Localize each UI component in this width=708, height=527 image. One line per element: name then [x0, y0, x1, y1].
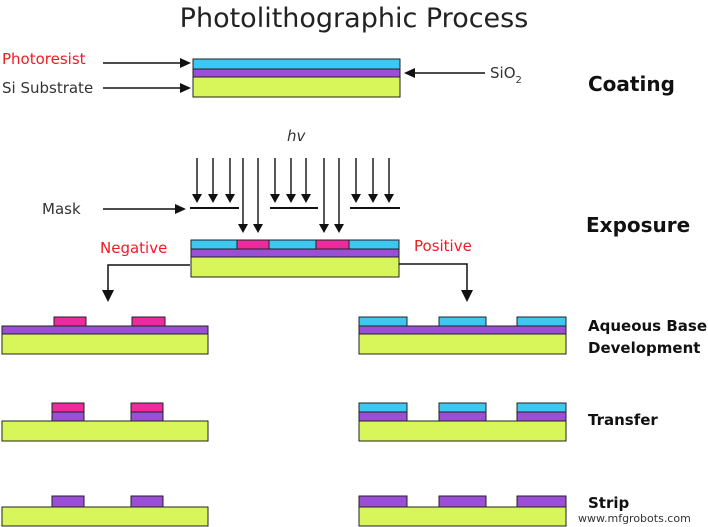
pos-transfer-sio2-1	[358, 411, 408, 422]
pos-transfer-sio2-3	[516, 411, 567, 422]
stage-development-line1: Aqueous Base	[588, 317, 707, 335]
pos-strip-sio2-2	[438, 495, 487, 508]
pos-dev-resist-2	[438, 316, 487, 327]
pos-dev-resist-1	[358, 316, 408, 327]
light-ray-arrowhead-8	[301, 194, 311, 203]
light-ray-arrowhead-9	[319, 224, 329, 233]
light-ray-arrowhead-13	[384, 194, 394, 203]
watermark: www.mfgrobots.com	[578, 512, 691, 525]
pos-transfer-substrate	[358, 420, 567, 442]
page-title: Photolithographic Process	[180, 3, 529, 34]
neg-dev-resist-2	[131, 316, 166, 327]
neg-transfer-sio2-2	[130, 411, 164, 422]
neg-dev-sio2	[1, 325, 209, 335]
exposure-resist-2	[268, 239, 317, 250]
neg-strip-substrate	[1, 506, 209, 527]
pos-transfer-resist-3	[516, 402, 567, 413]
exposure-substrate	[190, 256, 400, 278]
pos-dev-resist-3	[516, 316, 567, 327]
positive-branch-arrowhead	[461, 290, 473, 302]
stage-transfer: Transfer	[588, 411, 658, 429]
positive-transfer-wafer	[358, 402, 567, 442]
negative-label: Negative	[100, 239, 167, 257]
light-ray-arrowhead-1	[192, 194, 202, 203]
negative-branch-line	[107, 264, 190, 292]
stage-exposure: Exposure	[586, 213, 690, 237]
light-ray-arrowhead-3	[225, 194, 235, 203]
coating-sio2	[192, 68, 401, 78]
pos-transfer-resist-1	[358, 402, 408, 413]
hv-label: hv	[287, 127, 307, 145]
stage-development-line2: Development	[588, 339, 700, 357]
positive-strip-wafer	[358, 495, 567, 527]
stage-coating: Coating	[588, 72, 675, 96]
exposure-wafer	[190, 239, 400, 278]
mask-label: Mask	[42, 200, 81, 218]
substrate-arrowhead	[180, 83, 191, 93]
coating-substrate	[192, 76, 401, 98]
pos-transfer-resist-2	[438, 402, 487, 413]
neg-strip-sio2-2	[130, 495, 164, 508]
positive-branch-line	[399, 263, 468, 292]
light-ray-arrowhead-11	[351, 194, 361, 203]
coating-photoresist	[192, 58, 401, 70]
photoresist-label: Photoresist	[2, 50, 86, 68]
light-arrows	[192, 158, 394, 233]
pos-dev-sio2	[358, 325, 567, 335]
sio2-label: SiO2	[490, 64, 522, 86]
substrate-label: Si Substrate	[2, 79, 93, 97]
sio2-arrowhead	[404, 68, 415, 78]
light-ray-arrowhead-7	[286, 194, 296, 203]
exposure-resist-exposed-2	[315, 239, 350, 250]
light-ray-arrowhead-5	[253, 224, 263, 233]
neg-strip-sio2-1	[51, 495, 85, 508]
pos-strip-sio2-1	[358, 495, 408, 508]
light-ray-arrowhead-4	[238, 224, 248, 233]
exposure-sio2	[190, 248, 400, 258]
neg-transfer-resist-2	[130, 402, 164, 413]
positive-development-wafer	[358, 316, 567, 355]
exposure-resist-exposed-1	[236, 239, 270, 250]
light-ray-arrowhead-12	[368, 194, 378, 203]
coating-wafer	[192, 58, 401, 98]
exposure-resist-1	[190, 239, 238, 250]
neg-dev-substrate	[1, 333, 209, 355]
pos-transfer-sio2-2	[438, 411, 487, 422]
negative-development-wafer	[1, 316, 209, 355]
positive-label: Positive	[414, 237, 472, 255]
neg-transfer-substrate	[1, 420, 209, 442]
negative-branch-arrowhead	[102, 290, 114, 302]
negative-transfer-wafer	[1, 402, 209, 442]
neg-dev-resist-1	[53, 316, 87, 327]
stage-strip: Strip	[588, 494, 630, 512]
light-ray-arrowhead-6	[270, 194, 280, 203]
pos-strip-sio2-3	[516, 495, 567, 508]
pos-strip-substrate	[358, 506, 567, 527]
neg-transfer-sio2-1	[51, 411, 85, 422]
photoresist-arrowhead	[180, 58, 191, 68]
exposure-resist-3	[348, 239, 400, 250]
sio2-subscript: 2	[516, 75, 522, 86]
negative-strip-wafer	[1, 495, 209, 527]
neg-transfer-resist-1	[51, 402, 85, 413]
light-ray-arrowhead-10	[334, 224, 344, 233]
mask-arrowhead	[175, 204, 186, 214]
pos-dev-substrate	[358, 333, 567, 355]
light-ray-arrowhead-2	[208, 194, 218, 203]
